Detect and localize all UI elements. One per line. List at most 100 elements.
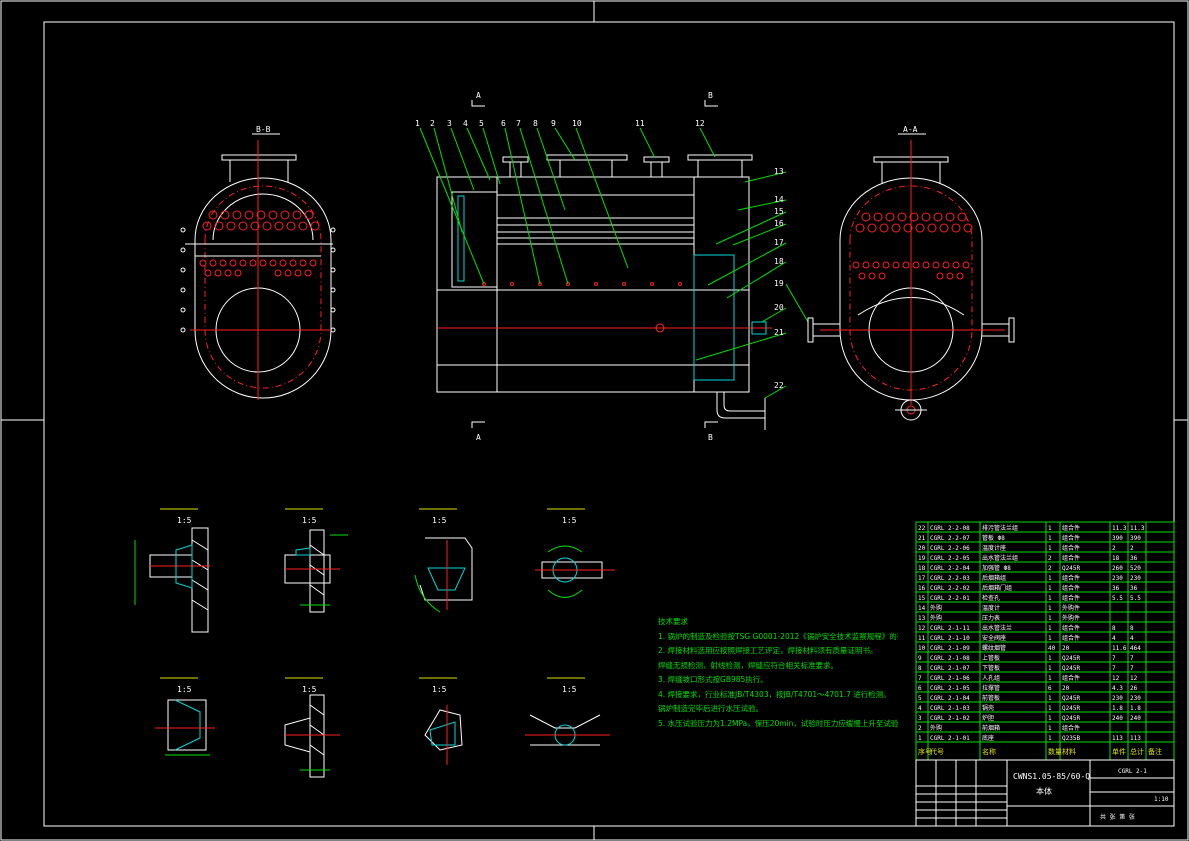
table-cell: 外购 (930, 614, 942, 622)
technical-notes: 技术要求 1. 锅炉的制造及检验按TSG G0001-2012《锅炉安全技术监察… (658, 615, 898, 731)
table-cell: 2 (1048, 555, 1052, 562)
svg-text:1:5: 1:5 (432, 516, 447, 525)
table-cell: 1 (1048, 605, 1052, 612)
table-cell: 390 (1112, 535, 1123, 542)
svg-text:15: 15 (774, 207, 784, 216)
part-number-labels: 1 2 3 4 5 6 7 8 9 10 11 12 13 14 15 16 1… (415, 119, 784, 390)
table-cell: 1 (1048, 615, 1052, 622)
table-cell: 12 (1130, 675, 1138, 682)
svg-text:A: A (476, 433, 481, 442)
section-bb-label: B-B (256, 125, 271, 134)
table-cell: 36 (1112, 585, 1120, 592)
svg-text:B: B (708, 91, 713, 100)
notes-heading: 技术要求 (658, 617, 688, 626)
table-cell: 8 (918, 665, 922, 672)
drawing-frame (43, 21, 1175, 827)
table-cell: 炉胆 (982, 714, 994, 722)
table-cell: 18 (918, 565, 926, 572)
table-cell: 5 (918, 695, 922, 702)
table-cell: 14 (918, 605, 926, 612)
table-cell: 1 (1048, 575, 1052, 582)
table-cell: 22 (918, 525, 926, 532)
table-header-cell: 总计 (1130, 747, 1144, 756)
table-cell: 240 (1112, 715, 1123, 722)
note-item: 2. 焊接材料选用应按照焊接工艺评定，焊接材料须有质量证明书。 (658, 646, 878, 655)
table-cell: 组合件 (1062, 724, 1080, 732)
table-cell: 后烟箱门组 (982, 584, 1012, 592)
table-cell: Q245R (1062, 705, 1080, 712)
table-cell: 前烟箱 (982, 724, 1000, 732)
svg-text:B: B (708, 433, 713, 442)
table-cell: 4.3 (1112, 685, 1123, 692)
table-cell: 20 (1062, 685, 1070, 692)
table-cell: 1 (1048, 635, 1052, 642)
table-cell: 7 (918, 675, 922, 682)
table-cell: CGRL 2-1-03 (930, 705, 970, 712)
svg-text:20: 20 (774, 303, 784, 312)
table-cell: 5.5 (1130, 595, 1141, 602)
table-cell: CGRL 2-1-08 (930, 655, 970, 662)
table-cell: 7 (1130, 665, 1134, 672)
table-cell: 1 (1048, 735, 1052, 742)
table-cell: 6 (918, 685, 922, 692)
table-cell: CGRL 2-1-04 (930, 695, 970, 702)
table-cell: 1 (1048, 535, 1052, 542)
table-cell: 1 (1048, 655, 1052, 662)
table-cell: 11 (918, 635, 926, 642)
table-cell: 113 (1112, 735, 1123, 742)
table-cell: 390 (1130, 535, 1141, 542)
weld-details: 1:5 1:5 1:5 1:5 1:5 1:5 (134, 508, 615, 778)
table-cell: 外购 (930, 604, 942, 612)
table-cell: 组合件 (1062, 524, 1080, 532)
table-cell: 出水管法兰组 (982, 554, 1018, 562)
table-header-cell: 名称 (982, 747, 996, 756)
table-cell: 螺纹烟管 (982, 644, 1006, 652)
table-cell: CGRL 2-1-06 (930, 675, 970, 682)
table-cell: 26 (1130, 685, 1138, 692)
table-cell: 2 (1130, 545, 1134, 552)
table-cell: 1 (1048, 705, 1052, 712)
svg-text:6: 6 (501, 119, 506, 128)
table-cell: CGRL 2-2-05 (930, 555, 970, 562)
svg-text:12: 12 (695, 119, 705, 128)
svg-text:A: A (476, 91, 481, 100)
table-cell: 组合件 (1062, 634, 1080, 642)
svg-text:17: 17 (774, 238, 784, 247)
table-cell: 外购件 (1062, 604, 1080, 612)
table-cell: 240 (1130, 715, 1141, 722)
table-cell: 7 (1112, 655, 1116, 662)
table-cell: 2 (1048, 565, 1052, 572)
front-elevation: A B A B (419, 91, 809, 442)
table-cell: 230 (1112, 575, 1123, 582)
table-header-cell: 单件 (1112, 747, 1126, 756)
svg-text:14: 14 (774, 195, 784, 204)
table-cell: 安全阀座 (982, 634, 1006, 642)
table-cell: 12 (918, 625, 926, 632)
table-cell: 人孔组 (982, 674, 1000, 682)
svg-text:21: 21 (774, 328, 784, 337)
title-model: CWNS1.05-85/60-Q (1013, 772, 1090, 781)
table-cell: 前管板 (982, 694, 1000, 702)
table-cell: 组合件 (1062, 584, 1080, 592)
note-item: 1. 锅炉的制造及检验按TSG G0001-2012《锅炉安全技术监察规程》的有… (658, 631, 898, 641)
table-header-cell: 备注 (1148, 747, 1162, 756)
table-cell: 40 (1048, 645, 1056, 652)
table-cell: Q245R (1062, 665, 1080, 672)
table-cell: CGRL 2-2-02 (930, 585, 970, 592)
svg-text:1:5: 1:5 (432, 685, 447, 694)
table-cell: 11.6 (1112, 645, 1127, 652)
table-cell: 13 (918, 615, 926, 622)
table-cell: 7 (1130, 655, 1134, 662)
table-cell: Q245R (1062, 715, 1080, 722)
table-cell: 1 (1048, 665, 1052, 672)
table-cell: 后烟箱组 (982, 574, 1006, 582)
table-cell: CGRL 2-2-01 (930, 595, 970, 602)
table-cell: CGRL 2-1-05 (930, 685, 970, 692)
table-cell: 1 (1048, 595, 1052, 602)
svg-text:4: 4 (463, 119, 468, 128)
table-cell: 1 (1048, 585, 1052, 592)
table-cell: 12 (1112, 675, 1120, 682)
